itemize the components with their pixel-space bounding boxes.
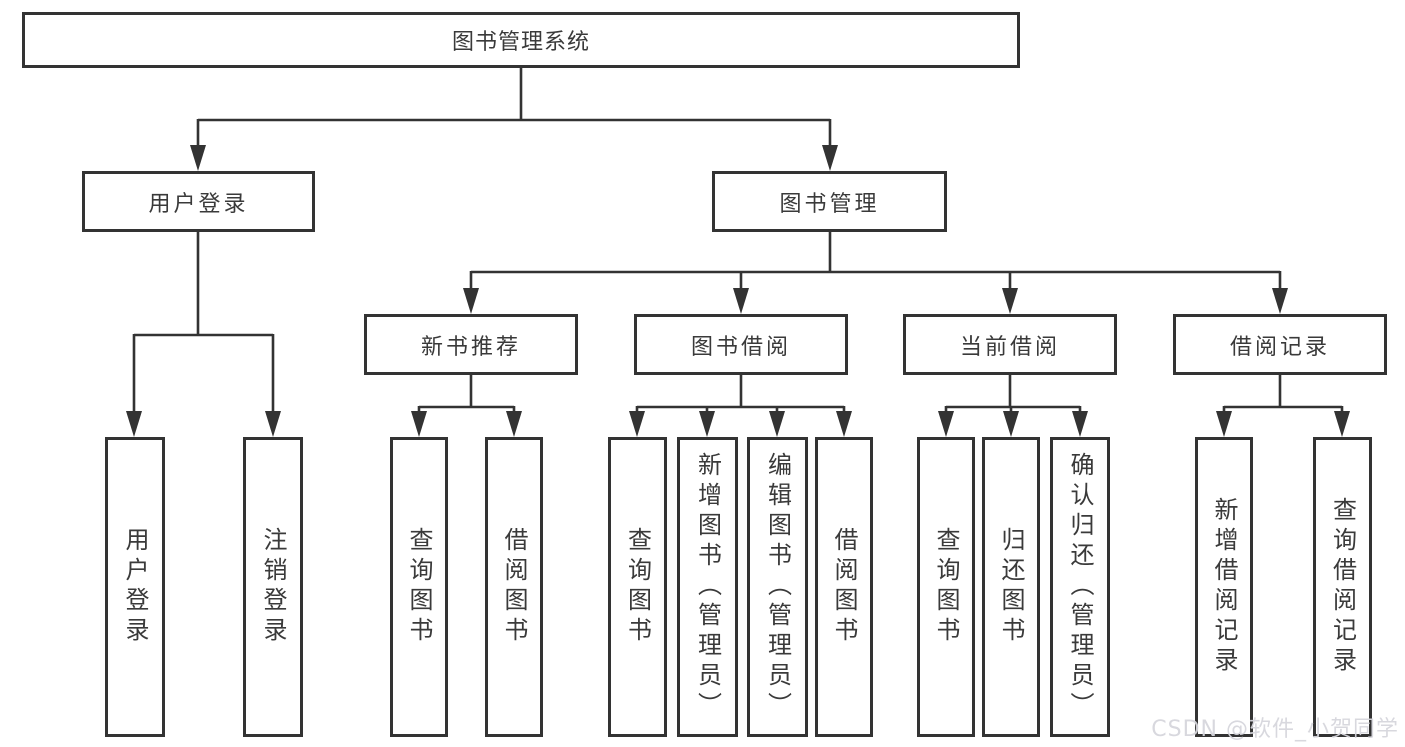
leaf-add-borrow-record: 新增借阅记录 (1195, 437, 1253, 737)
node-user-login: 用户登录 (82, 171, 315, 232)
leaf-add-books-admin: 新增图书（管理员） (677, 437, 738, 737)
arrow-down-icon (629, 411, 645, 437)
node-label: 归还图书 (997, 527, 1025, 647)
node-label: 借阅记录 (1229, 334, 1330, 360)
leaf-logout: 注销登录 (243, 437, 303, 737)
arrow-down-icon (1003, 411, 1019, 437)
node-library-management-system: 图书管理系统 (22, 12, 1020, 68)
node-label: 用户登录 (148, 191, 249, 217)
arrow-down-icon (938, 411, 954, 437)
node-new-book-recommendation: 新书推荐 (364, 314, 578, 375)
leaf-return-books: 归还图书 (982, 437, 1040, 737)
arrow-down-icon (506, 411, 522, 437)
node-label: 新增图书（管理员） (693, 452, 722, 722)
arrow-down-icon (733, 288, 749, 314)
arrow-down-icon (699, 411, 715, 437)
leaf-query-borrow-record: 查询借阅记录 (1313, 437, 1372, 737)
node-label: 查询图书 (405, 527, 433, 647)
arrow-down-icon (190, 145, 206, 171)
node-label: 查询图书 (623, 527, 652, 647)
node-book-borrowing: 图书借阅 (634, 314, 848, 375)
arrow-down-icon (463, 288, 479, 314)
node-label: 用户登录 (121, 527, 149, 647)
csdn-watermark: CSDN @软件_小贺同学 (1151, 717, 1399, 742)
arrow-down-icon (1272, 288, 1288, 314)
node-book-management: 图书管理 (712, 171, 947, 232)
node-label: 图书管理系统 (451, 30, 590, 55)
node-label: 借阅图书 (500, 527, 528, 647)
node-label: 图书借阅 (690, 334, 791, 360)
node-label: 编辑图书（管理员） (763, 452, 792, 722)
node-label: 查询借阅记录 (1328, 497, 1357, 677)
node-label: 新书推荐 (420, 334, 521, 360)
node-label: 确认归还（管理员） (1066, 452, 1094, 722)
arrow-down-icon (769, 411, 785, 437)
leaf-query-books-borrowing: 查询图书 (608, 437, 667, 737)
arrow-down-icon (836, 411, 852, 437)
arrow-down-icon (411, 411, 427, 437)
arrow-down-icon (1072, 411, 1088, 437)
arrow-down-icon (126, 411, 142, 437)
arrow-down-icon (1216, 411, 1232, 437)
arrow-down-icon (822, 145, 838, 171)
leaf-borrow-books: 借阅图书 (815, 437, 873, 737)
node-borrowing-records: 借阅记录 (1173, 314, 1387, 375)
leaf-edit-books-admin: 编辑图书（管理员） (747, 437, 808, 737)
leaf-query-books-current: 查询图书 (917, 437, 975, 737)
node-label: 注销登录 (259, 527, 287, 647)
leaf-borrow-books-recommend: 借阅图书 (485, 437, 543, 737)
node-label: 借阅图书 (830, 527, 858, 647)
node-current-borrowing: 当前借阅 (903, 314, 1117, 375)
arrow-down-icon (1002, 288, 1018, 314)
node-label: 当前借阅 (959, 334, 1060, 360)
node-label: 新增借阅记录 (1210, 497, 1238, 677)
leaf-confirm-return-admin: 确认归还（管理员） (1050, 437, 1110, 737)
node-label: 图书管理 (779, 191, 880, 217)
node-label: 查询图书 (932, 527, 960, 647)
arrow-down-icon (1334, 411, 1350, 437)
leaf-query-books-recommend: 查询图书 (390, 437, 448, 737)
arrow-down-icon (265, 411, 281, 437)
leaf-user-login: 用户登录 (105, 437, 165, 737)
